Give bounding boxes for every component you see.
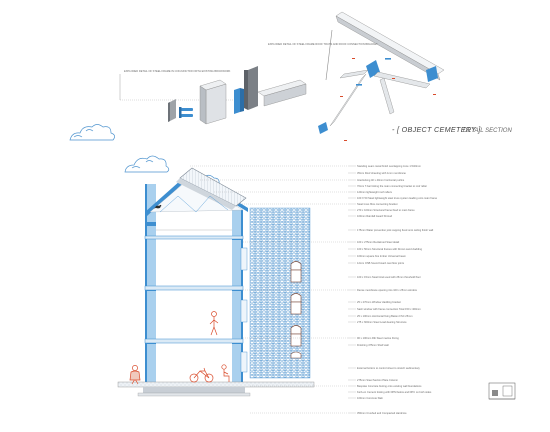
bicycle-icon: [189, 367, 214, 383]
cloud-icon: [69, 124, 115, 141]
annotation-text: Standing seam metal finish overlapping z…: [357, 164, 421, 168]
annotation-text: 100mm Rainfall Guard Shroud: [357, 214, 393, 218]
annotation-text: 100mm Concrete Slab: [357, 396, 383, 400]
annotation-text: 100 X 50 Steel lightweight steel truss s…: [357, 196, 438, 200]
truss-caption: EXPLODED DETAIL OF STEEL FRAME ROOF TRUS…: [268, 42, 378, 46]
annotation-text: 25 x 270mm Window cladding bracket: [357, 300, 401, 304]
annotation-text: 70mm T-bar linking the main connecting b…: [357, 184, 427, 188]
annotation-text: 175mm Water prevention joist capping fix…: [357, 228, 434, 232]
bird-icon: [153, 204, 162, 209]
person-figure-icon: [221, 364, 230, 382]
annotation-list: Standing seam metal finish overlapping z…: [357, 164, 438, 415]
annotation-text: 270 x 100mm Structural frame fixed to ma…: [357, 208, 415, 212]
annotation-text: 100 x 50mm Structural frames with Drown …: [357, 247, 423, 251]
annotation-text: External bottom to control sheet to stre…: [357, 366, 421, 370]
person-figure-icon: [209, 311, 219, 336]
key-plan-thumbnail: [488, 382, 516, 400]
annotation-text: Kerb-on Cement footing with DPM below an…: [357, 390, 432, 394]
annotation-text: Bespoke Concrete footing onto existing w…: [357, 384, 422, 388]
annotation-text: Dense membrane opening into 100 x 25mm w…: [357, 288, 417, 292]
annotation-text: 350mm Crushed and Compacted Hardcore: [357, 411, 407, 415]
cloud-icon: [124, 155, 170, 173]
annotation-text: 12mm OSB Sound board cast floor joints: [357, 261, 405, 265]
page-title: - [ OBJECT CEMETERY ]: [392, 125, 481, 134]
steel-frame-caption: EXPLODED DETAIL OF STEEL FRAME IN CONJUN…: [124, 69, 231, 73]
annotation-text: 35mm Roof sheeting with 1mm membrane: [357, 171, 406, 175]
building-section: [117, 167, 315, 397]
page-subtitle: DETAIL SECTION: [463, 128, 512, 134]
object-block-icon: [168, 99, 176, 122]
annotation-text: Finishing 475mm Shelf wall: [357, 343, 389, 347]
annotation-leaders: [190, 165, 356, 414]
roof-truss-exploded-detail: [318, 11, 445, 141]
annotation-text: 100 x 15mm Steel lintel used with 25mm t…: [357, 275, 421, 279]
annotation-text: 100 x 275mm Reclaimed Steel detail: [357, 240, 400, 244]
annotation-text: Interlocking 40 x 40mm horizontal purlin…: [357, 178, 405, 182]
annotation-text: 120mm lightweight roof rafters: [357, 190, 393, 194]
steel-frame-exploded-detail: [119, 66, 307, 125]
annotation-text: 275 x 600mm Steel Load-bearing Structure: [357, 320, 407, 324]
annotation-text: Steel truss fibre connecting bracket: [357, 202, 398, 206]
annotation-text: 25 x 100mm Horizontal fixing Batten FSC …: [357, 314, 413, 318]
person-figure-icon: [129, 365, 141, 385]
annotation-text: 100mm square fine timber Universal beam: [357, 254, 406, 258]
annotation-text: 90 x 100mm Rib Steel marine Fixing: [357, 336, 399, 340]
annotation-text: 275mm Steel Section Plate Column: [357, 378, 399, 382]
annotation-text: Sash window with frame connection Total …: [357, 307, 421, 311]
